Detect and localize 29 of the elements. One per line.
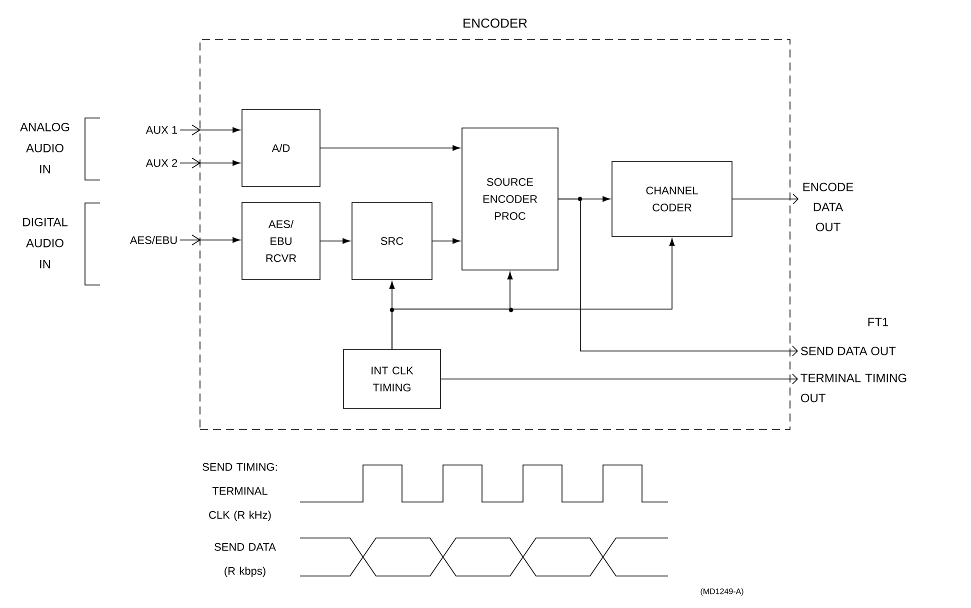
block-box: SRC bbox=[352, 202, 432, 280]
block-box: SOURCE ENCODER PROC bbox=[462, 128, 558, 270]
group-label: FT1 bbox=[868, 318, 888, 326]
node-label: ENCODER bbox=[464, 18, 527, 28]
figure-code: (MD1249-A) bbox=[700, 588, 744, 596]
signal-label: SEND DATA (R kbps) bbox=[214, 543, 276, 577]
signal-label: SEND TIMING: TERMINAL CLK (R kHz) bbox=[202, 463, 277, 521]
arrow bbox=[440, 374, 798, 384]
block-box: INT CLK TIMING bbox=[343, 349, 441, 409]
block-box: CHANNEL CODER bbox=[612, 161, 732, 237]
arrow bbox=[392, 238, 675, 350]
arrow bbox=[558, 198, 798, 356]
block-box: A/D bbox=[242, 109, 320, 187]
arrow bbox=[432, 238, 460, 244]
group-label: DIGITAL AUDIO IN bbox=[23, 218, 68, 268]
arrow bbox=[180, 160, 240, 166]
arrow bbox=[732, 194, 799, 204]
port-label: AUX 2 bbox=[146, 159, 178, 167]
arrow bbox=[180, 237, 240, 243]
group-label: ANALOG AUDIO IN bbox=[20, 122, 70, 174]
port-label: ENCODE DATA OUT bbox=[803, 182, 854, 232]
port-label: TERMINAL TIMING OUT bbox=[800, 374, 906, 402]
arrow bbox=[180, 127, 240, 133]
arrow bbox=[320, 238, 350, 244]
arrow bbox=[320, 145, 460, 151]
block-box: AES/ EBU RCVR bbox=[242, 202, 320, 280]
port-label: SEND DATA OUT bbox=[800, 346, 896, 356]
port-label: AES/EBU bbox=[130, 236, 177, 244]
port-label: AUX 1 bbox=[146, 126, 178, 134]
